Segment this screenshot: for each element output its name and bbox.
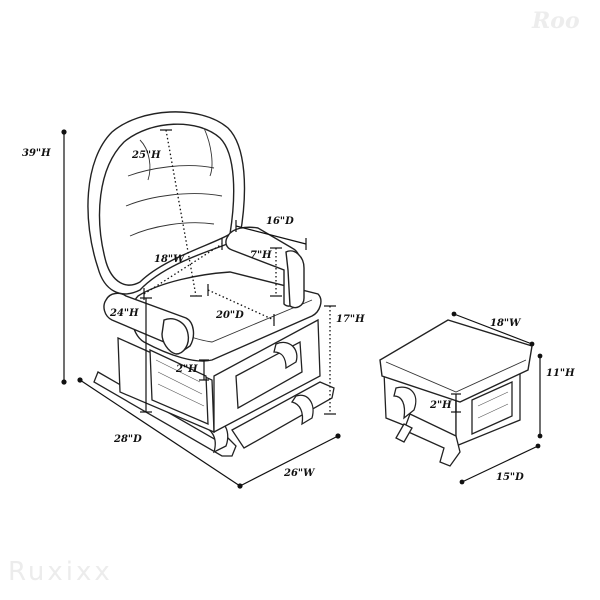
label-chair-depth: 28"D bbox=[113, 434, 142, 445]
glider-chair: 39"H 25"H 18"W 16"D 7"H bbox=[22, 111, 365, 489]
label-base-height: 17"H bbox=[336, 314, 365, 325]
dim-backrest-height: 25"H bbox=[131, 129, 202, 297]
label-ottoman-height: 11"H bbox=[546, 368, 575, 379]
label-armrest-depth: 16"D bbox=[266, 216, 294, 227]
dim-base-height: 17"H bbox=[324, 305, 365, 415]
label-seat-cushion-thickness: 2"H bbox=[175, 364, 198, 375]
label-armrest-height: 7"H bbox=[250, 250, 272, 261]
label-ottoman-cushion-thickness: 2"H bbox=[429, 400, 452, 411]
label-chair-overall-height: 39"H bbox=[22, 148, 51, 159]
label-ottoman-depth: 15"D bbox=[496, 472, 524, 483]
chair-backrest bbox=[87, 111, 246, 295]
label-seat-height: 24"H bbox=[109, 308, 139, 319]
dim-ottoman-width: 18"W bbox=[451, 311, 535, 347]
chair-right-armrest bbox=[225, 226, 305, 309]
label-backrest-height: 25"H bbox=[131, 150, 161, 161]
dim-seat-cushion-thickness: 2"H bbox=[175, 359, 209, 381]
label-ottoman-width: 18"W bbox=[490, 318, 522, 329]
dim-chair-width: 26"W bbox=[239, 433, 341, 487]
dim-seat-depth: 20"D bbox=[207, 284, 275, 326]
dim-ottoman-depth: 15"D bbox=[459, 443, 541, 485]
chair-side-frame bbox=[117, 318, 321, 434]
dim-armrest-depth: 16"D bbox=[235, 216, 307, 250]
watermark-layer: Roo Ruxixx bbox=[8, 8, 580, 587]
label-backrest-width: 18"W bbox=[154, 254, 186, 265]
ottoman-cushion bbox=[379, 319, 533, 403]
dim-armrest-height: 7"H bbox=[250, 247, 282, 297]
dim-chair-overall-height: 39"H bbox=[22, 129, 67, 385]
label-seat-depth: 20"D bbox=[215, 310, 244, 321]
label-chair-width: 26"W bbox=[283, 468, 316, 479]
glider-ottoman: 18"W 11"H 2"H 15"D bbox=[379, 311, 575, 485]
dim-ottoman-cushion-thickness: 2"H bbox=[429, 393, 461, 413]
dim-ottoman-height: 11"H bbox=[537, 353, 575, 439]
watermark-brand-text: Ruxixx bbox=[8, 557, 113, 587]
dim-seat-height: 24"H bbox=[109, 297, 152, 413]
watermark-corner-text: Roo bbox=[531, 8, 580, 34]
chair-left-armrest bbox=[103, 292, 195, 355]
ottoman-frame bbox=[383, 371, 521, 467]
